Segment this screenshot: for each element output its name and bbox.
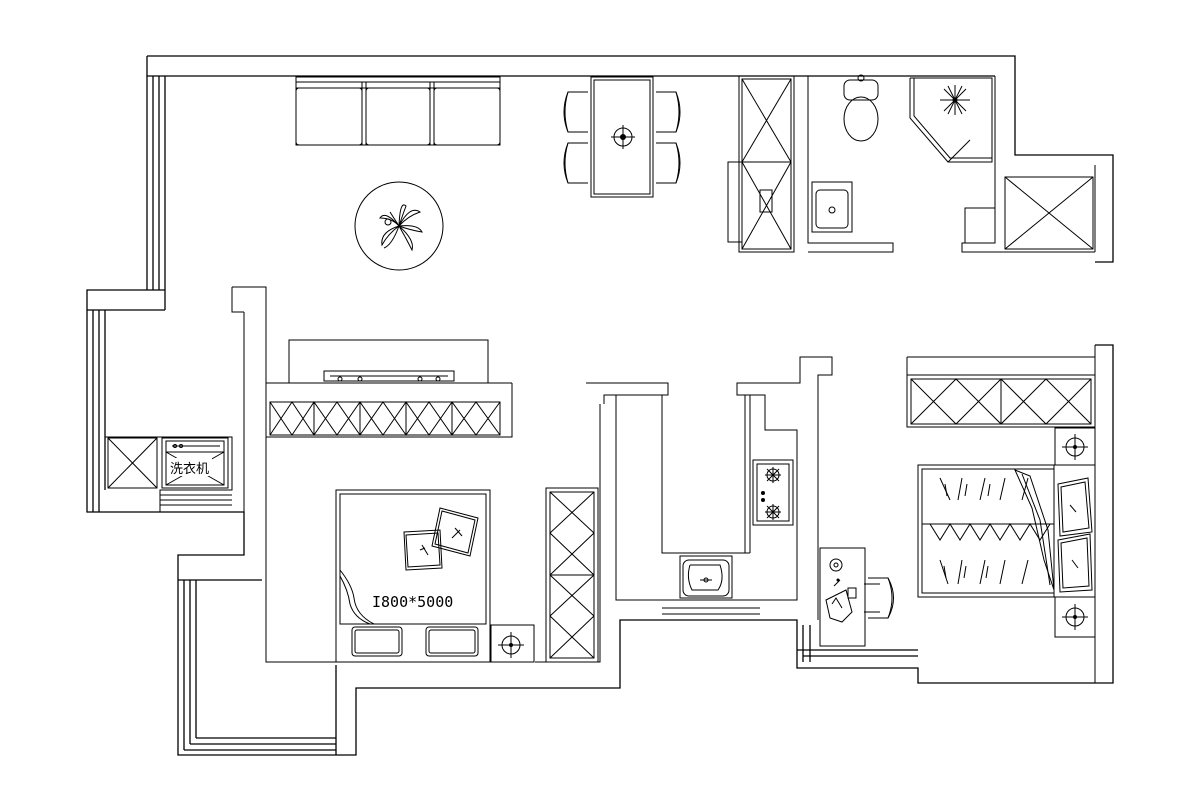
dining-table xyxy=(563,76,681,198)
double-bed xyxy=(917,464,1096,598)
tv-stand xyxy=(323,370,455,382)
bed: I800*5000 xyxy=(335,489,491,663)
toilet-icon xyxy=(843,74,879,142)
bed-size-label: I800*5000 xyxy=(372,593,453,611)
storage-cabinet xyxy=(727,78,792,250)
stove-icon xyxy=(752,459,794,526)
lamp-icon xyxy=(490,624,535,663)
kitchen-sink-icon xyxy=(679,555,733,599)
interior-walls xyxy=(105,76,1096,683)
nightstand-lamp-top xyxy=(1054,427,1096,466)
storage-box xyxy=(1004,176,1094,250)
desk-and-chair xyxy=(819,547,894,647)
laundry-cabinet xyxy=(107,437,158,489)
wardrobe-bedroom2 xyxy=(906,374,1096,428)
wardrobe-bedroom1 xyxy=(545,487,599,663)
washing-machine: 洗衣机 xyxy=(161,437,229,489)
sofa xyxy=(295,76,501,146)
exterior-walls xyxy=(86,55,1114,756)
potted-plant-icon xyxy=(354,181,444,271)
nightstand-lamp-bottom xyxy=(1054,596,1096,638)
washing-machine-label: 洗衣机 xyxy=(170,461,209,477)
washbasin-icon xyxy=(811,181,853,233)
tv-cabinet xyxy=(269,401,501,436)
shower-icon xyxy=(909,77,993,163)
